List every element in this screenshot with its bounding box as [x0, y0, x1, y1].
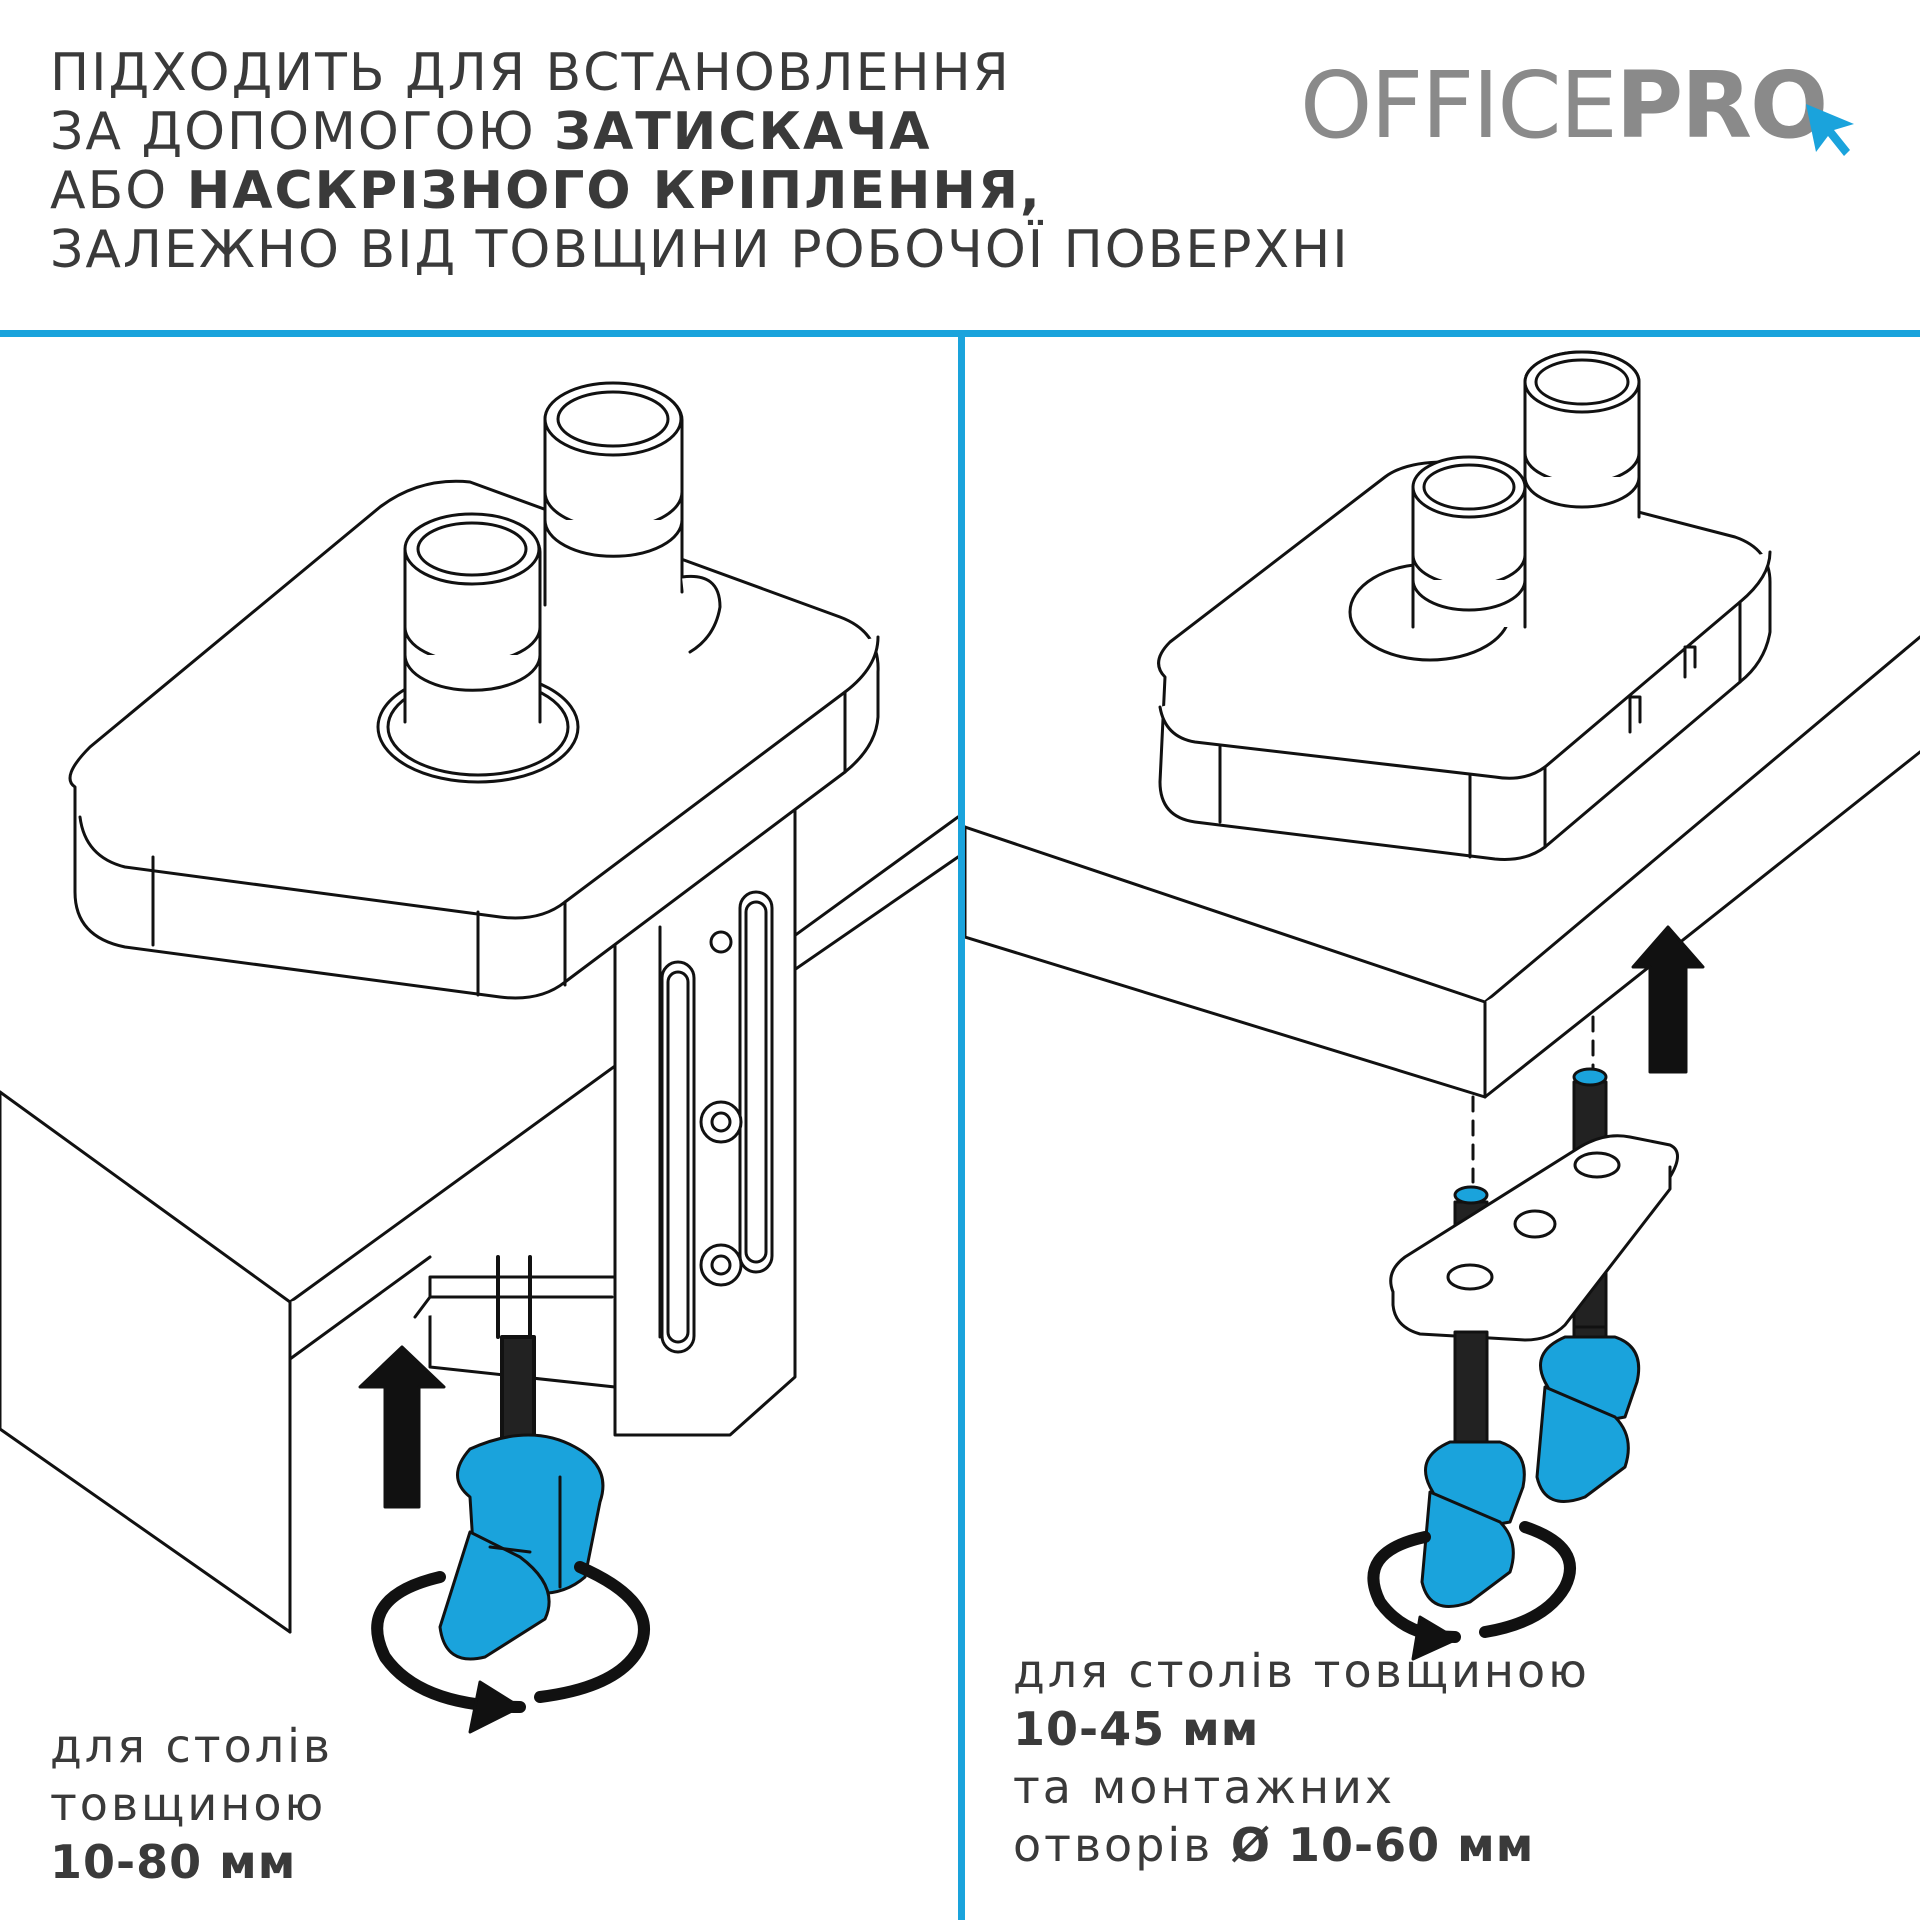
clamp-illustration	[0, 381, 958, 1734]
mount-posts	[1348, 350, 1641, 662]
clamp-caption-line-2: товщиною	[50, 1777, 327, 1831]
headline: ПІДХОДИТЬ ДЛЯ ВСТАНОВЛЕННЯ ЗА ДОПОМОГОЮ …	[50, 44, 1350, 280]
rotation-arrow	[371, 1561, 650, 1713]
mount-posts	[376, 381, 722, 784]
clamp-caption: для столів товщиною 10-80 мм	[50, 1717, 333, 1891]
grommet-thickness-value: 10-45 мм	[1013, 1702, 1260, 1756]
horizontal-divider	[0, 330, 1920, 337]
cursor-arrow-icon	[1806, 104, 1854, 156]
header: ПІДХОДИТЬ ДЛЯ ВСТАНОВЛЕННЯ ЗА ДОПОМОГОЮ …	[0, 0, 1920, 330]
insert-up-arrow	[1631, 925, 1705, 1074]
grommet-caption-line-1: для столів товщиною	[1013, 1644, 1590, 1698]
headline-line-4: ЗАЛЕЖНО ВІД ТОВЩИНИ РОБОЧОЇ ПОВЕРХНІ	[50, 220, 1350, 280]
mount-knob-front	[1420, 1440, 1526, 1608]
logo-office-text: OFFICE	[1300, 52, 1618, 159]
clamp-thickness-value: 10-80 мм	[50, 1835, 297, 1889]
vertical-divider	[958, 337, 965, 1920]
grommet-illustration	[965, 337, 1920, 1661]
headline-emphasis-clamp: ЗАТИСКАЧА	[554, 102, 932, 162]
backing-plate	[1389, 1134, 1679, 1342]
grommet-panel: для столів товщиною 10-45 мм та монтажни…	[965, 337, 1920, 1920]
tighten-up-arrow	[358, 1345, 446, 1509]
alignment-guides	[1471, 1015, 1595, 1184]
grommet-caption-line-3: та монтажних	[1013, 1760, 1396, 1814]
officepro-logo: OFFICEPRO	[1300, 52, 1860, 162]
clamp-knob	[438, 1433, 605, 1661]
logo-pro-text: PRO	[1615, 52, 1828, 159]
grommet-hole-diameter-value: Ø 10-60 мм	[1230, 1818, 1535, 1872]
headline-line-1: ПІДХОДИТЬ ДЛЯ ВСТАНОВЛЕННЯ	[50, 43, 1011, 103]
grommet-caption-line-4: отворів Ø 10-60 мм	[1013, 1818, 1535, 1872]
headline-line-2: ЗА ДОПОМОГОЮ ЗАТИСКАЧА	[50, 102, 932, 162]
headline-emphasis-through-mount: НАСКРІЗНОГО КРІПЛЕННЯ,	[186, 161, 1042, 221]
clamp-caption-line-1: для столів	[50, 1719, 334, 1773]
mount-knob-rear	[1535, 1335, 1641, 1503]
grommet-caption: для столів товщиною 10-45 мм та монтажни…	[1013, 1642, 1590, 1874]
clamp-panel: для столів товщиною 10-80 мм	[0, 337, 958, 1920]
headline-line-3: АБО НАСКРІЗНОГО КРІПЛЕННЯ,	[50, 161, 1042, 221]
mount-base-plate	[1157, 460, 1772, 861]
